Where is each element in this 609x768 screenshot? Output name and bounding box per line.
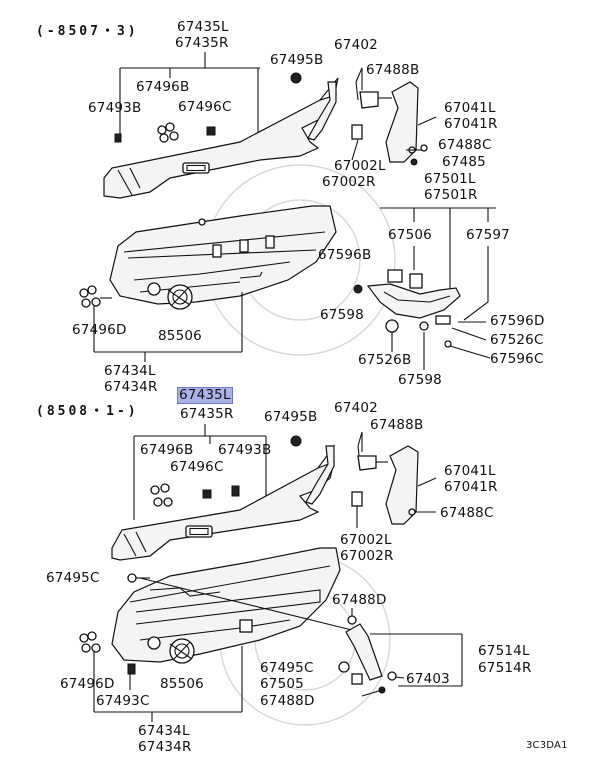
part-label-67495b: 67495B bbox=[270, 52, 324, 68]
part-label-67434l: 67434L bbox=[138, 723, 190, 739]
hinge-67488b-bottom bbox=[357, 455, 388, 471]
door-trim-panel-top bbox=[109, 205, 337, 310]
part-label-67505: 67505 bbox=[260, 676, 304, 692]
part-label-67596b: 67596B bbox=[318, 247, 372, 263]
part-label-67434r: 67434R bbox=[104, 379, 158, 395]
part-label-67501r: 67501R bbox=[424, 187, 478, 203]
weatherstrip-67002-bottom bbox=[305, 431, 363, 528]
part-label-67488c: 67488C bbox=[440, 505, 494, 521]
part-label-67596d: 67596D bbox=[490, 313, 545, 329]
part-label-67041r: 67041R bbox=[444, 116, 498, 132]
bracket-67434-bottom bbox=[79, 631, 243, 722]
bracket-67435-bottom bbox=[133, 424, 267, 520]
part-label-67041l: 67041L bbox=[444, 100, 496, 116]
inside-handle-67501 bbox=[353, 207, 496, 370]
part-label-67495c-b: 67495C bbox=[260, 660, 314, 676]
part-label-67435l-highlighted[interactable]: 67435L bbox=[177, 387, 233, 404]
part-label-67526c: 67526C bbox=[490, 332, 544, 348]
diagram-code: 3C3DA1 bbox=[526, 740, 568, 751]
armrest-67041-bottom bbox=[385, 445, 437, 525]
part-label-67496b: 67496B bbox=[136, 79, 190, 95]
part-label-67485: 67485 bbox=[442, 154, 486, 170]
door-trim-panel-bottom bbox=[111, 547, 341, 675]
part-label-67041l: 67041L bbox=[444, 463, 496, 479]
part-label-67402: 67402 bbox=[334, 37, 378, 53]
armrest-67041-top bbox=[385, 81, 437, 166]
part-label-67493c: 67493C bbox=[96, 693, 150, 709]
part-label-67002r: 67002R bbox=[340, 548, 394, 564]
part-label-67496c: 67496C bbox=[178, 99, 232, 115]
part-label-67496d: 67496D bbox=[72, 322, 127, 338]
bracket-67434-top bbox=[79, 285, 243, 362]
part-label-85506: 85506 bbox=[158, 328, 202, 344]
part-label-67598-b: 67598 bbox=[398, 372, 442, 388]
part-label-67488d-a: 67488D bbox=[332, 592, 387, 608]
part-label-67488d-b: 67488D bbox=[260, 693, 315, 709]
upper-trim-panel-bottom bbox=[111, 435, 335, 561]
part-label-67596c: 67596C bbox=[490, 351, 544, 367]
part-label-67493b: 67493B bbox=[88, 100, 142, 116]
period-label-top: (-8507・3) bbox=[36, 24, 139, 39]
part-label-67435r: 67435R bbox=[175, 35, 229, 51]
period-label-bottom: (8508・1-) bbox=[36, 404, 139, 419]
latch-link-67514 bbox=[139, 577, 463, 697]
part-label-67002r: 67002R bbox=[322, 174, 376, 190]
part-label-67403: 67403 bbox=[406, 671, 450, 687]
fasteners-top bbox=[114, 72, 302, 143]
part-label-67434l: 67434L bbox=[104, 363, 156, 379]
bracket-67435-top bbox=[119, 52, 260, 140]
part-label-67435r: 67435R bbox=[180, 406, 234, 422]
hinge-67488b-top bbox=[359, 91, 392, 109]
part-label-67435l: 67435L bbox=[177, 19, 229, 35]
part-label-67496b: 67496B bbox=[140, 442, 194, 458]
part-label-67526b: 67526B bbox=[358, 352, 412, 368]
part-label-67506: 67506 bbox=[388, 227, 432, 243]
part-label-67041r: 67041R bbox=[444, 479, 498, 495]
upper-trim-panel-top bbox=[103, 77, 339, 199]
part-label-67488c: 67488C bbox=[438, 137, 492, 153]
weatherstrip-67002-top bbox=[307, 67, 363, 161]
part-label-67495c-a: 67495C bbox=[46, 570, 100, 586]
part-label-67002l: 67002L bbox=[334, 158, 386, 174]
part-label-67598-a: 67598 bbox=[320, 307, 364, 323]
part-label-67501l: 67501L bbox=[424, 171, 476, 187]
part-label-67514r: 67514R bbox=[478, 660, 532, 676]
part-label-67002l: 67002L bbox=[340, 532, 392, 548]
part-label-67402: 67402 bbox=[334, 400, 378, 416]
part-label-67496c: 67496C bbox=[170, 459, 224, 475]
part-label-67514l: 67514L bbox=[478, 643, 530, 659]
part-label-67493b: 67493B bbox=[218, 442, 272, 458]
part-label-67597: 67597 bbox=[466, 227, 510, 243]
part-label-67434r: 67434R bbox=[138, 739, 192, 755]
part-label-85506: 85506 bbox=[160, 676, 204, 692]
part-label-67488b: 67488B bbox=[366, 62, 420, 78]
part-label-67496d: 67496D bbox=[60, 676, 115, 692]
part-label-67495b: 67495B bbox=[264, 409, 318, 425]
part-label-67488b: 67488B bbox=[370, 417, 424, 433]
